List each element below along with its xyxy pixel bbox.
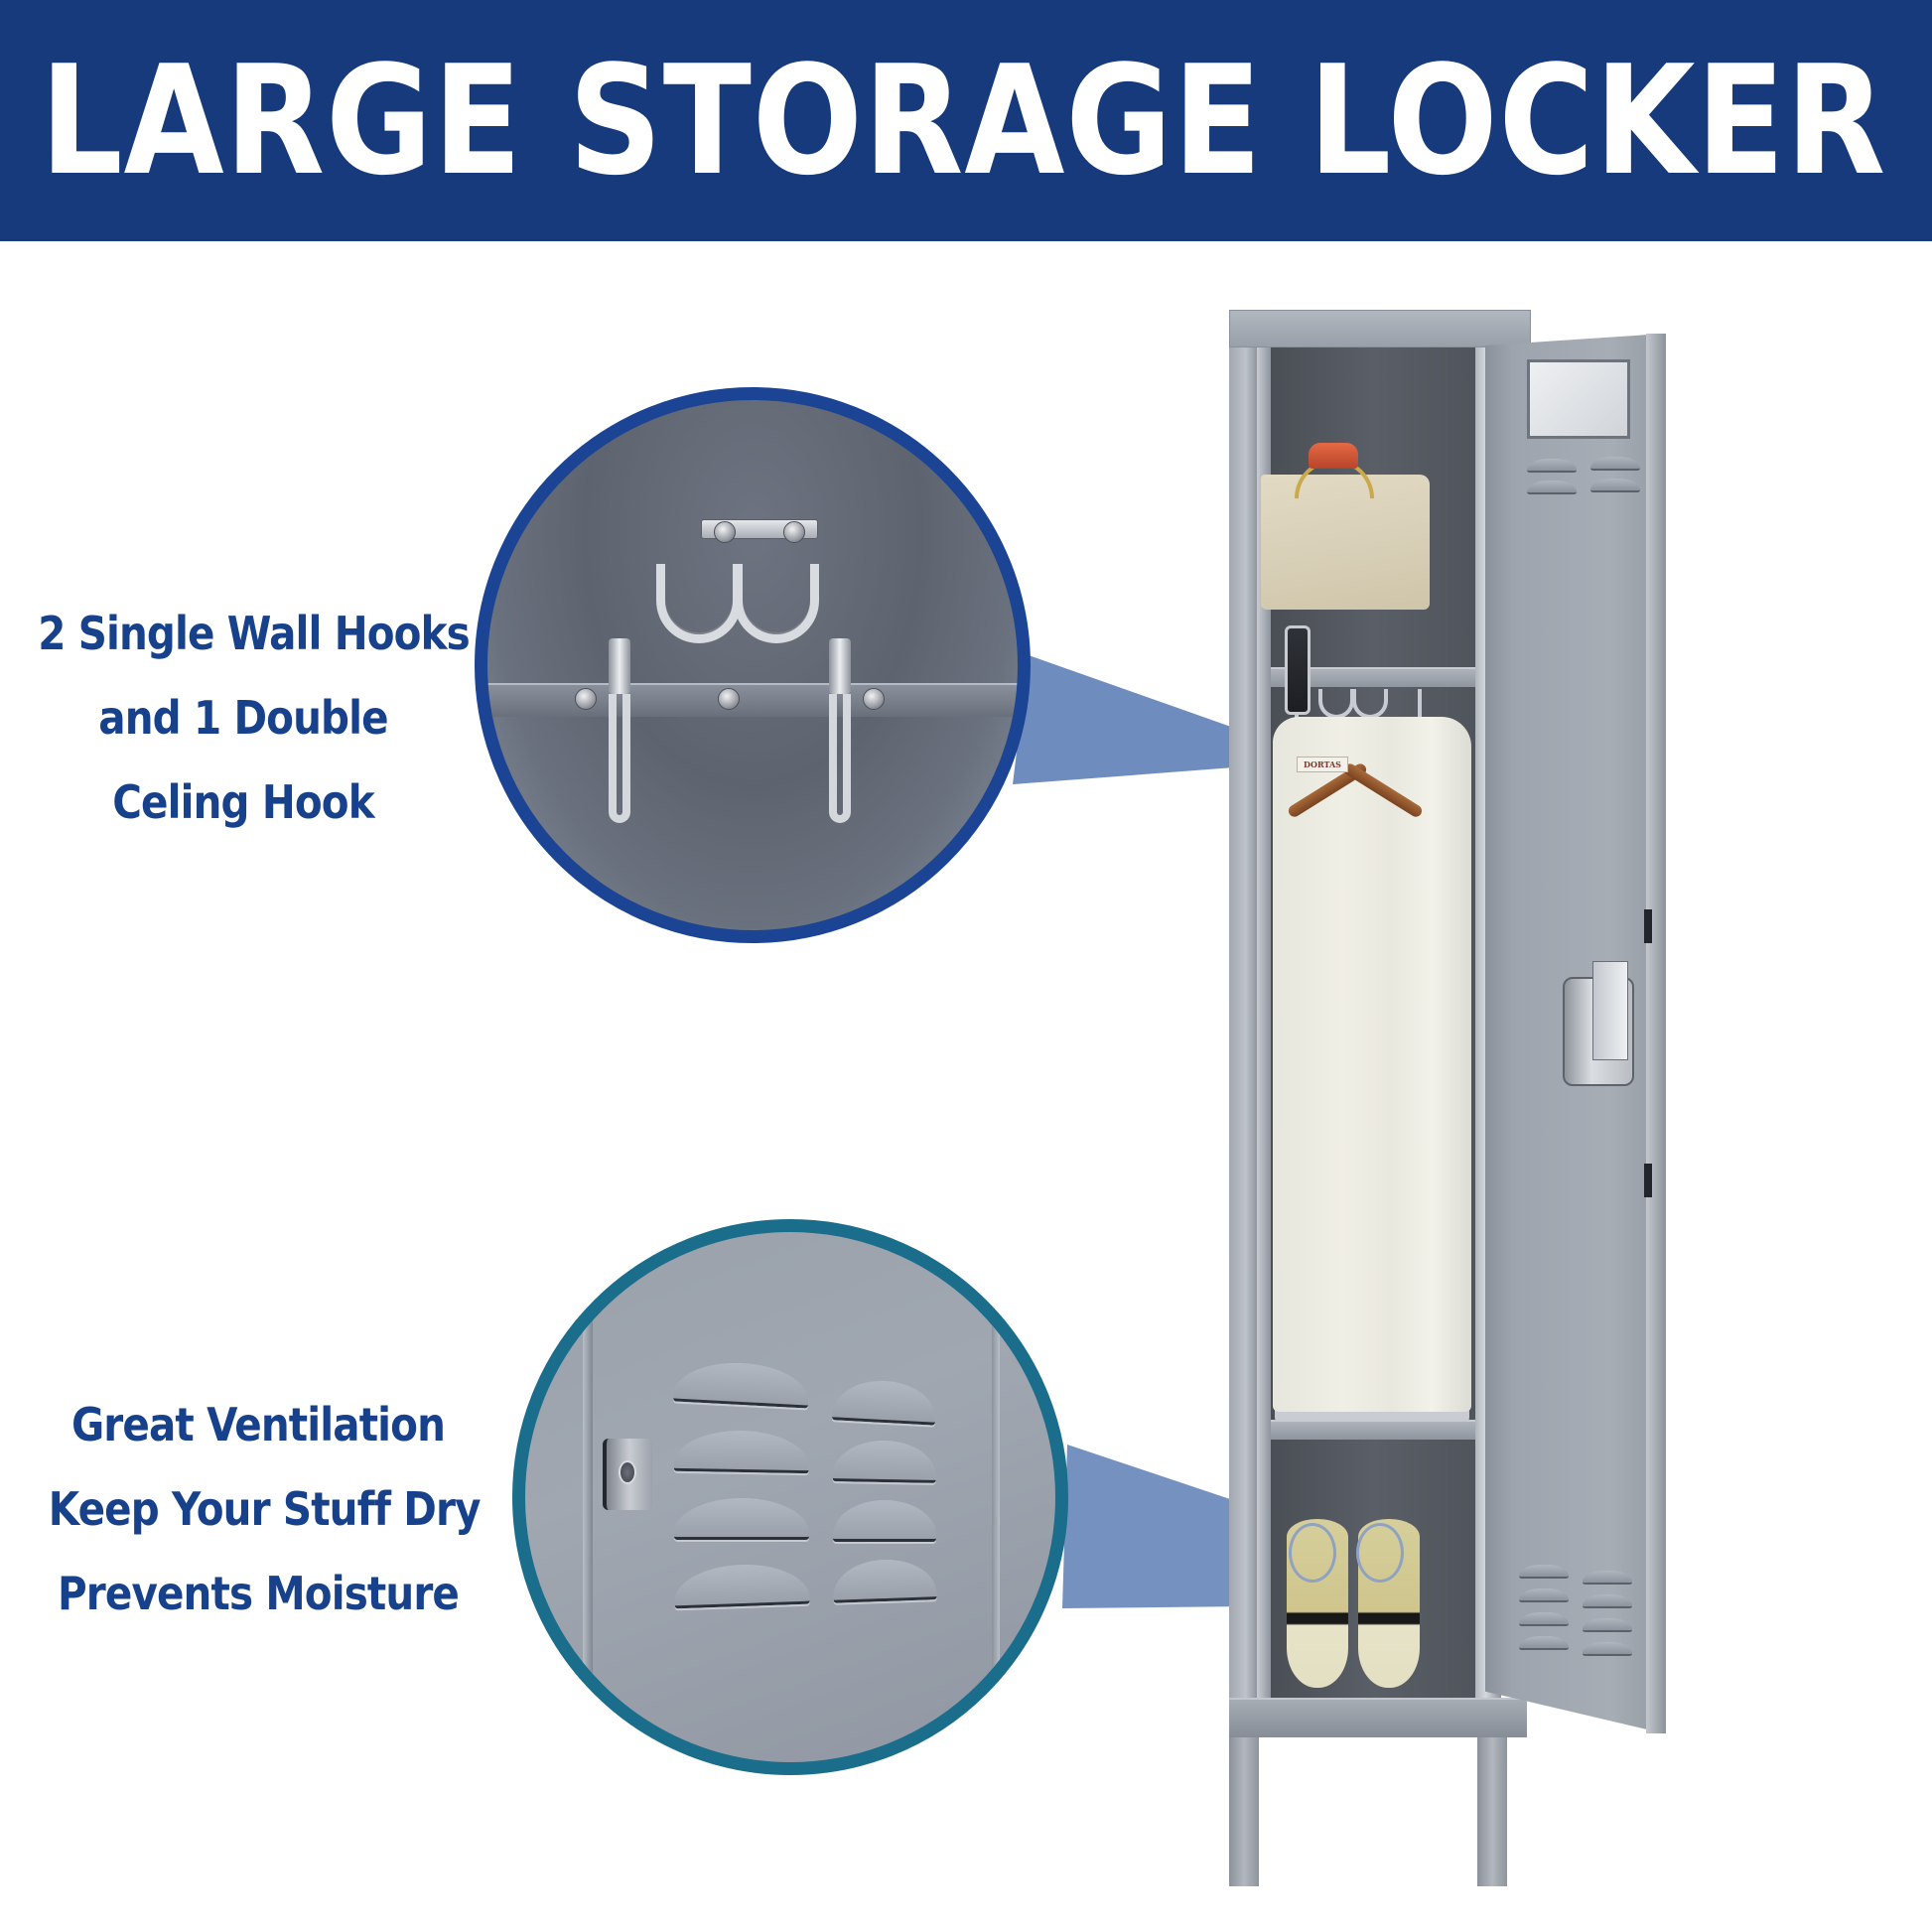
jacket [1273, 717, 1471, 1412]
locker-leg [1229, 1737, 1259, 1886]
shoe-strap [1289, 1523, 1336, 1583]
handbag-handle [1309, 443, 1358, 469]
vent-louver [673, 1429, 810, 1474]
door-vent [1590, 457, 1640, 471]
door-vent [1583, 1571, 1632, 1585]
ventilation-zoom-inset [512, 1219, 1068, 1775]
wall-hook-mount-right [829, 638, 851, 694]
vent-louver [833, 1500, 936, 1542]
vent-louver [672, 1359, 811, 1409]
locker-top [1229, 310, 1531, 347]
locker-base [1229, 1698, 1527, 1737]
bolt-icon [718, 688, 740, 710]
door-vent [1519, 1588, 1569, 1602]
vent-louver [673, 1562, 810, 1609]
shoe-strap [1356, 1523, 1404, 1583]
vent-line-2: Keep Your Stuff Dry [48, 1482, 482, 1536]
hooks-line-1: 2 Single Wall Hooks [38, 607, 471, 660]
door-slot [1644, 909, 1652, 943]
door-vent [1527, 481, 1577, 494]
wall-hook-right [1418, 689, 1422, 719]
double-hook-left-arm [656, 564, 742, 643]
double-hook-right-arm [734, 564, 819, 643]
bolt-icon [714, 521, 736, 543]
locker-side [1229, 347, 1257, 1737]
ventilation-callout-text: Great Ventilation Keep Your Stuff Dry Pr… [20, 1383, 496, 1636]
wall-hook-mount-left [609, 638, 630, 694]
vent-line-1: Great Ventilation [70, 1398, 446, 1451]
keychain [1285, 625, 1311, 715]
door-vent [1583, 1618, 1632, 1632]
door-vent [1519, 1636, 1569, 1650]
hooks-line-2: and 1 Double [98, 691, 388, 745]
name-card-holder [1527, 359, 1630, 439]
door-vent [1519, 1565, 1569, 1579]
lower-shelf [1271, 1420, 1475, 1440]
door-vent [1519, 1612, 1569, 1626]
hook-rail [487, 683, 1018, 717]
latch-icon [603, 1439, 652, 1510]
vent-louver [831, 1378, 938, 1426]
upper-shelf [1271, 667, 1475, 687]
title-banner: LARGE STORAGE LOCKER [0, 0, 1932, 241]
hooks-zoom-inset [475, 387, 1031, 943]
hooks-callout-text: 2 Single Wall Hooks and 1 Double Celing … [10, 592, 477, 845]
vent-louver [832, 1558, 937, 1603]
door-edge [992, 1232, 1000, 1762]
bolt-icon [575, 688, 597, 710]
door-vent [1583, 1642, 1632, 1656]
latch-hole [619, 1460, 636, 1484]
bolt-icon [863, 688, 885, 710]
vent-line-3: Prevents Moisture [58, 1567, 460, 1620]
vent-louver [674, 1498, 809, 1540]
door-slot [1644, 1164, 1652, 1197]
door-edge [1646, 334, 1666, 1733]
locker-product-image: DORTAS [1229, 310, 1666, 1888]
bolt-icon [783, 521, 805, 543]
clothing-label: DORTAS [1297, 757, 1348, 772]
door-vent [1583, 1594, 1632, 1608]
door-vent [1527, 459, 1577, 473]
lock-latch-icon[interactable] [1563, 961, 1634, 1086]
vent-louver [832, 1440, 937, 1483]
wall-hook-left [609, 694, 630, 823]
locker-leg [1477, 1737, 1507, 1886]
page-title: LARGE STORAGE LOCKER [40, 33, 1886, 208]
latch-plate [1592, 961, 1628, 1060]
hooks-line-3: Celing Hook [112, 775, 374, 829]
door-edge [583, 1232, 593, 1762]
locker-frame-left [1257, 347, 1271, 1737]
door-vent [1590, 479, 1640, 492]
wall-hook-right [829, 694, 851, 823]
